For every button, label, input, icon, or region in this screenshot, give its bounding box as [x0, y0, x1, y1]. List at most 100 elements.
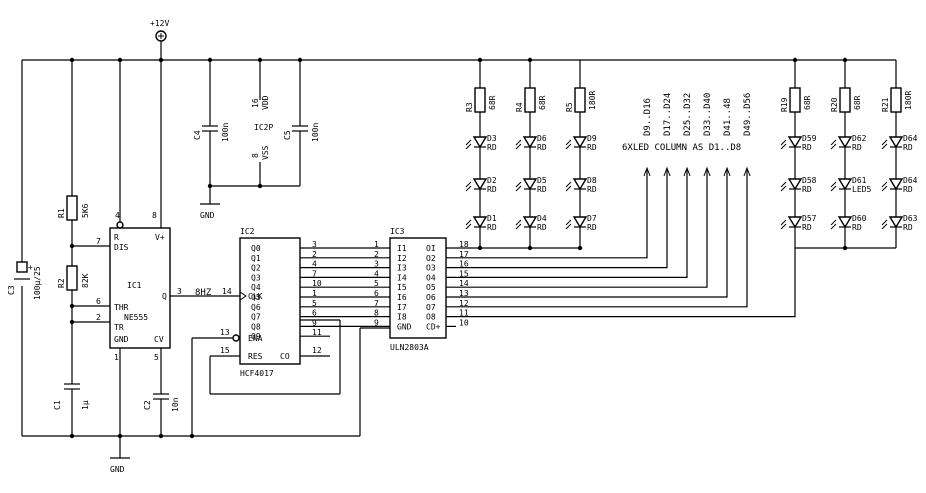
- range-label: D25..D32: [683, 93, 693, 136]
- ic1-ne555: 4 8 7 6 2 3 1 5 R V+ DIS IC1 Q THR NE555…: [96, 60, 240, 436]
- svg-text:+: +: [28, 263, 33, 272]
- ic2-out-pin: 1: [312, 289, 317, 298]
- arrow-head: [723, 166, 731, 177]
- c5-value: 100n: [311, 123, 320, 142]
- drive-line: [446, 170, 648, 259]
- led-color: RD: [802, 223, 812, 232]
- ic2p-pin16: 16: [251, 98, 260, 108]
- resistor-value: 68R: [853, 95, 862, 110]
- supply-rail: +12V: [22, 19, 896, 63]
- led-ref: D58: [802, 176, 817, 185]
- range-label: D33..D40: [703, 93, 713, 136]
- led-diode: [837, 136, 853, 149]
- led-color: RD: [903, 185, 913, 194]
- c2-ref: C2: [143, 400, 152, 410]
- ic2-out-label: Q1: [251, 254, 261, 263]
- clock-label: 8HZ: [195, 288, 212, 298]
- led-diode: [522, 216, 538, 229]
- led-color: RD: [487, 143, 497, 152]
- led-color: RD: [587, 185, 597, 194]
- ic2-ref: IC2: [240, 227, 255, 236]
- led-emission-icon: [515, 219, 522, 226]
- ic1-pin1: 1: [114, 353, 119, 362]
- led-diode: [787, 178, 803, 191]
- ic1-dis-label: DIS: [114, 243, 129, 252]
- drive-line: [446, 170, 708, 288]
- ic3-out-pin: 11: [459, 309, 469, 318]
- ic1-pin4: 4: [115, 211, 120, 220]
- led-color: RD: [587, 223, 597, 232]
- led-diode: [572, 178, 588, 191]
- drive-line: [446, 170, 728, 298]
- ic2-ena-pin: 13: [220, 328, 230, 337]
- ic2-ena-label: ENA: [248, 334, 263, 343]
- resistor-value: 180R: [588, 91, 597, 110]
- c5-ref: C5: [283, 130, 292, 140]
- ic2p-vss: VSS: [261, 145, 270, 160]
- led-diode: [522, 136, 538, 149]
- ic3-out-pin: 12: [459, 299, 469, 308]
- resistor: [890, 87, 902, 113]
- led-color: RD: [537, 185, 547, 194]
- ic3-out-label: O6: [426, 293, 436, 302]
- led-emission-icon: [565, 219, 572, 226]
- led-ref: D63: [903, 214, 918, 223]
- resistor-value: 68R: [803, 95, 812, 110]
- ic3-out-label: O2: [426, 254, 436, 263]
- c4-value: 100n: [221, 123, 230, 142]
- led-color: RD: [852, 223, 862, 232]
- arrow-head: [683, 166, 691, 177]
- ic1-q-label: Q: [162, 292, 167, 301]
- drive-line-o8: [446, 248, 796, 318]
- r1-value: 5K6: [81, 203, 90, 218]
- led-emission-icon: [830, 139, 837, 146]
- c4-ref: C4: [193, 130, 202, 140]
- led-emission-icon: [881, 181, 888, 188]
- ic2-out-label: Q2: [251, 264, 261, 273]
- ic3-in-label: I5: [397, 283, 407, 292]
- range-label: D41..48: [723, 98, 733, 136]
- resistor: [524, 87, 536, 113]
- led-color: RD: [537, 143, 547, 152]
- led-diode: [787, 136, 803, 149]
- led-diode: [472, 136, 488, 149]
- ic3-in-label: I2: [397, 254, 407, 263]
- c3-ref: C3: [7, 285, 16, 295]
- ic3-out-label: OI: [426, 244, 436, 253]
- ic2-clk-label: CLK: [248, 292, 263, 301]
- ic3-part: ULN2803A: [390, 343, 429, 352]
- led-emission-icon: [780, 181, 787, 188]
- ic2p-vdd: VDD: [261, 95, 270, 110]
- ic3-out-pin: 16: [459, 260, 469, 269]
- led-diode: [837, 216, 853, 229]
- ic3-out-pin: 13: [459, 289, 469, 298]
- ic2-out-label: Q9: [251, 332, 261, 341]
- led-ref: D3: [487, 134, 497, 143]
- led-color: LED5: [852, 185, 871, 194]
- ic1-pin8: 8: [152, 211, 157, 220]
- led-color: RD: [852, 143, 862, 152]
- resistor: [474, 87, 486, 113]
- ic3-in-label: I1: [397, 244, 407, 253]
- ic1-thr-label: THR: [114, 303, 129, 312]
- ic1-pin7: 7: [96, 237, 101, 246]
- led-diode: [472, 178, 488, 191]
- c1-value: 1µ: [81, 400, 90, 410]
- ic2-out-label: Q4: [251, 283, 261, 292]
- resistor: [789, 87, 801, 113]
- ic2-out-label: Q7: [251, 313, 261, 322]
- ic3-in-pin: 9: [374, 318, 379, 327]
- r2-value: 82K: [81, 273, 90, 288]
- ic1-pin2: 2: [96, 313, 101, 322]
- resistor-value: 68R: [488, 95, 497, 110]
- led-emission-icon: [780, 139, 787, 146]
- ic3-in-label: I8: [397, 313, 407, 322]
- resistor-ref: R3: [465, 102, 474, 112]
